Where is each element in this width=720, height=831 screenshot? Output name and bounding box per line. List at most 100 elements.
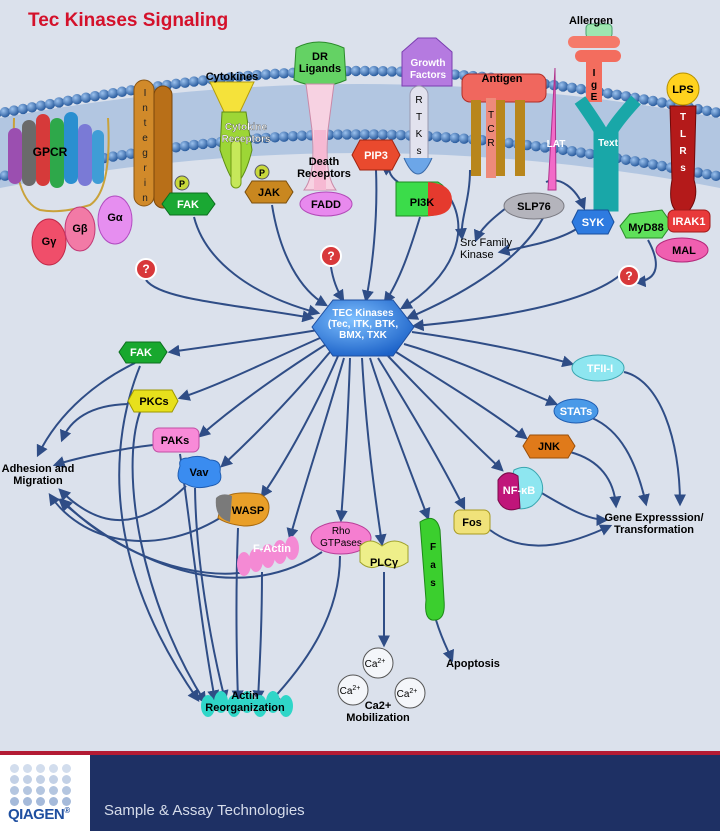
unknown-marker-1: ?: [135, 258, 157, 280]
gene-expression-label: Gene Expresssion/Transformation: [604, 512, 703, 536]
fadd-label: FADD: [311, 199, 341, 211]
fak-label: FAK: [130, 347, 152, 359]
death-receptor: [293, 41, 347, 191]
tfii-i-label: TFII-I: [587, 363, 613, 375]
svg-text:?: ?: [625, 269, 632, 283]
gpcr-receptor: GPCR: [8, 112, 110, 213]
fak-top-label: FAK: [177, 199, 199, 211]
arrow-1: [145, 279, 315, 323]
jak-label: JAK: [258, 187, 280, 199]
wasp-label: WASP: [232, 505, 264, 517]
signal-arrows: [36, 164, 686, 705]
syk-label: SYK: [582, 217, 605, 229]
arrow-41: [252, 571, 265, 703]
pkcs-label: PKCs: [139, 396, 168, 408]
qiagen-logo: QIAGEN®: [8, 806, 70, 823]
irak1-label: IRAK1: [672, 216, 705, 228]
arrow-43: [268, 555, 341, 704]
page-title: Tec Kinases Signaling: [28, 10, 229, 31]
g-alpha-label: Gα: [107, 212, 123, 224]
unknown-marker-3: ?: [618, 265, 640, 287]
stats-label: STATs: [560, 406, 592, 418]
arrow-37: [194, 487, 229, 703]
lat-label: LAT: [547, 139, 566, 150]
arrow-17: [177, 337, 321, 401]
arrow-28: [403, 343, 559, 406]
arrow-9: [411, 265, 630, 332]
antigen-label: Antigen: [482, 73, 523, 85]
mal-label: MAL: [672, 245, 696, 257]
actin-filament-cluster: [201, 691, 293, 717]
text-label: Text: [598, 138, 618, 149]
arrow-26: [387, 355, 504, 472]
arrow-6: [383, 216, 421, 304]
arrow-3: [271, 204, 329, 307]
arrow-42: [58, 498, 323, 579]
arrow-12: [474, 204, 511, 243]
f-actin-label: F-Actin: [253, 543, 291, 555]
arrow-36: [58, 485, 187, 522]
arrow-22: [335, 357, 351, 523]
arrow-25: [377, 357, 466, 511]
arrow-5: [361, 169, 378, 303]
ca2-mobilization-label: Ca2+Mobilization: [346, 700, 410, 724]
pi3k-label: PI3K: [410, 197, 435, 209]
nfkb-label: NF-κB: [503, 485, 535, 497]
arrow-16: [167, 329, 319, 357]
jnk-label: JNK: [538, 441, 560, 453]
arrow-8: [405, 213, 546, 320]
arrow-32: [60, 403, 129, 443]
calcium-ion-icon-2: Ca2+: [337, 674, 369, 706]
arrow-19: [220, 351, 331, 468]
slp76-label: SLP76: [517, 201, 551, 213]
arrow-39: [231, 527, 244, 703]
arrow-46: [489, 524, 613, 547]
calcium-ion-icon-3: Ca2+: [394, 677, 426, 709]
arrow-50: [623, 371, 686, 507]
unknown-marker-2: ?: [320, 245, 342, 267]
arrow-20: [260, 355, 339, 498]
arrow-47: [539, 491, 609, 526]
footer-stripe: [0, 751, 720, 755]
plcg-label: PLCγ: [370, 557, 399, 569]
vav-label: Vav: [190, 467, 210, 479]
cytokine-receptor: Cytokines: [206, 71, 259, 189]
myd88-label: MyD88: [628, 222, 663, 234]
tec-kinases-node: [311, 299, 415, 357]
arrow-48: [569, 451, 622, 509]
arrow-27: [395, 351, 528, 440]
pip3-label: PIP3: [364, 150, 388, 162]
svg-text:?: ?: [142, 262, 149, 276]
arrow-49: [591, 417, 650, 507]
apoptosis-label: Apoptosis: [446, 658, 500, 670]
gpcr-label: GPCR: [33, 145, 68, 159]
arrow-30: [36, 362, 136, 458]
g-beta-label: Gβ: [72, 223, 88, 235]
phospho-fak-label: P: [179, 179, 185, 189]
g-gamma-label: Gγ: [42, 236, 58, 248]
calcium-ion-icon-1: Ca2+: [362, 647, 394, 679]
calcium-ions: Ca2+Ca2+Ca2+: [337, 647, 426, 709]
arrow-45: [435, 619, 455, 663]
fos-label: Fos: [462, 517, 482, 529]
allergen-label: Allergen: [569, 15, 613, 27]
arrow-4: [330, 266, 345, 303]
arrow-29: [411, 331, 575, 368]
cytokines-label: Cytokines: [206, 71, 259, 83]
f-actin-filament: [237, 536, 299, 576]
arrow-21: [286, 357, 345, 541]
